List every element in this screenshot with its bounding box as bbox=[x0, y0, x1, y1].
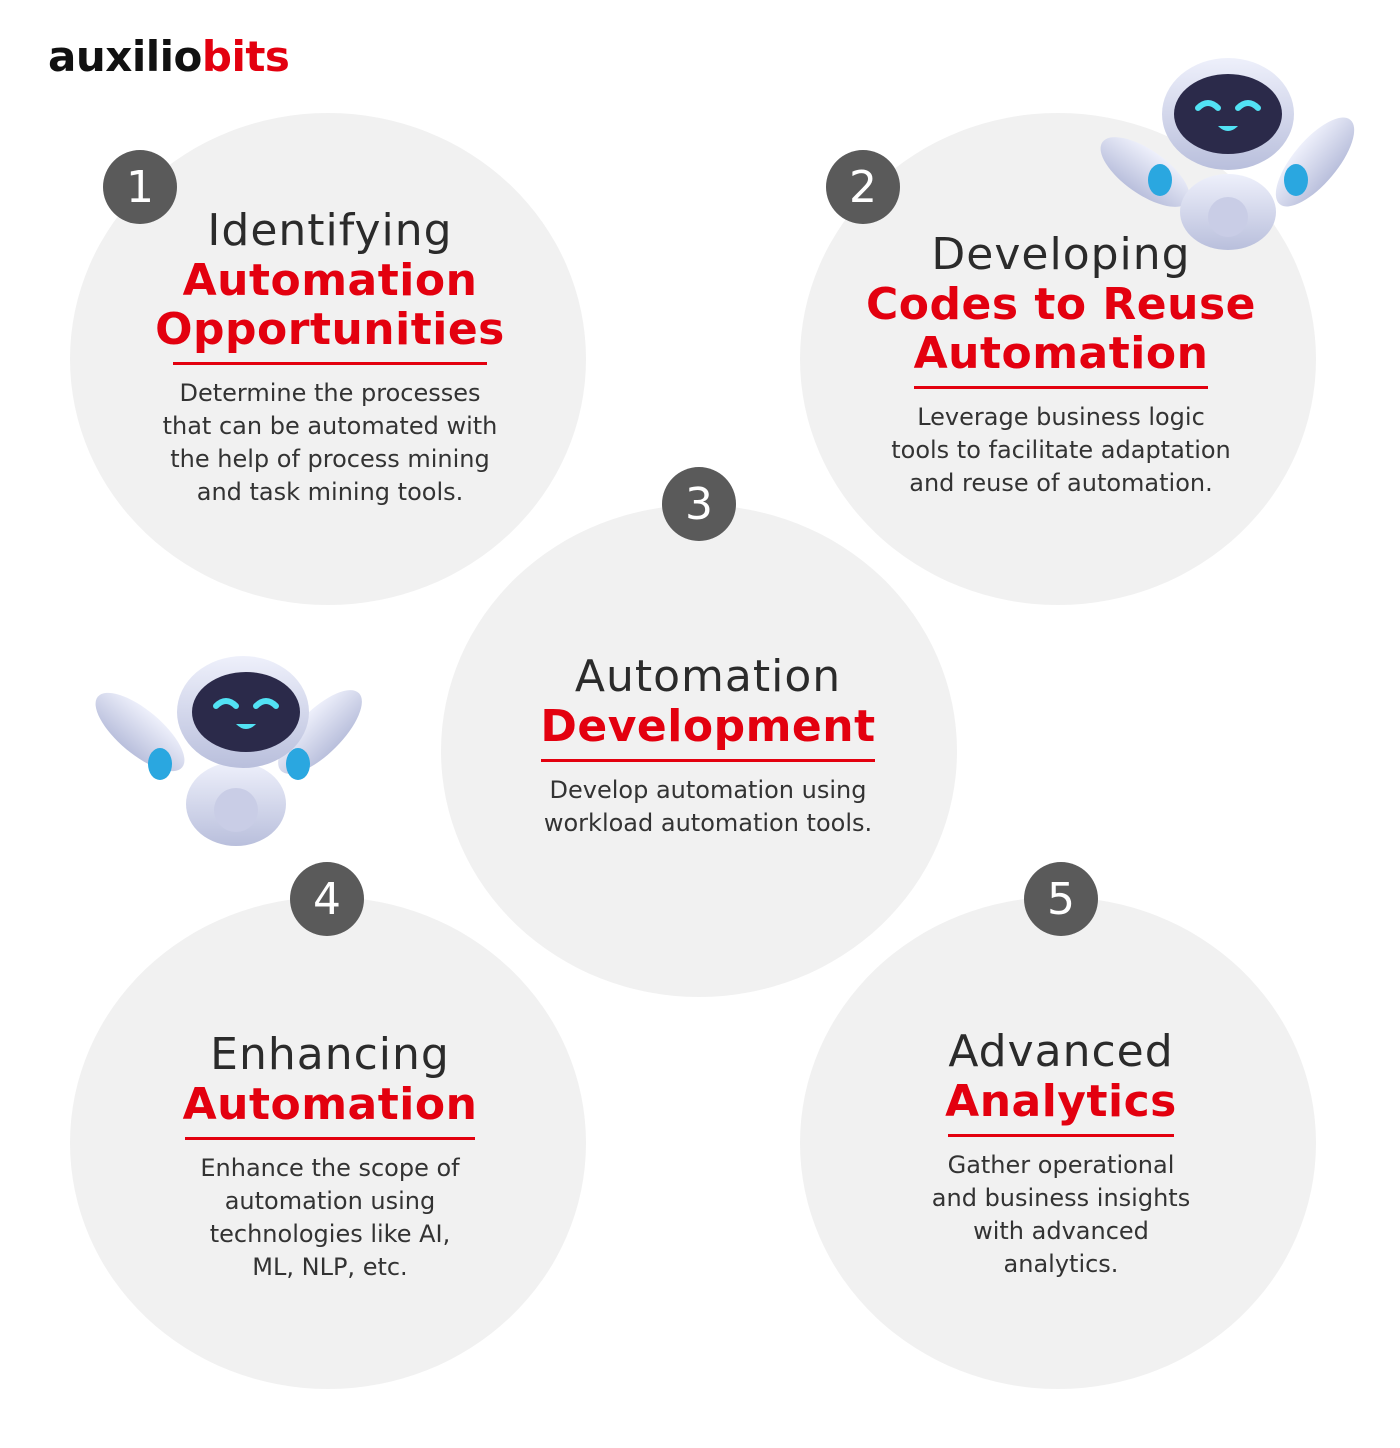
step-2-accent-title: Codes to Reuse Automation bbox=[865, 279, 1257, 379]
step-3-number-badge: 3 bbox=[662, 467, 736, 541]
step-2-content: Developing Codes to Reuse Automation Lev… bbox=[841, 230, 1281, 500]
step-1-accent-title: Automation Opportunities bbox=[155, 255, 505, 355]
step-5-divider bbox=[948, 1134, 1174, 1137]
step-5-accent-title: Analytics bbox=[945, 1076, 1177, 1127]
step-5-circle bbox=[800, 897, 1316, 1389]
step-1-content: Identifying Automation Opportunities Det… bbox=[110, 206, 550, 509]
robot-mascot-illustration bbox=[1100, 58, 1355, 250]
step-2-description: Leverage business logic tools to facilit… bbox=[891, 403, 1231, 497]
step-2-number-badge: 2 bbox=[826, 150, 900, 224]
brand-logo: auxiliobits bbox=[48, 36, 290, 78]
step-5-number-badge: 5 bbox=[1024, 862, 1098, 936]
step-3-accent-title: Development bbox=[540, 701, 876, 752]
step-1-number-badge: 1 bbox=[103, 150, 177, 224]
logo-part-bits: bits bbox=[201, 32, 290, 81]
step-5-content: Advanced Analytics Gather operational an… bbox=[841, 1027, 1281, 1281]
step-4-description: Enhance the scope of automation using te… bbox=[200, 1154, 460, 1281]
step-2-divider bbox=[914, 386, 1208, 389]
logo-part-auxilio: auxilio bbox=[48, 32, 202, 81]
step-5-description: Gather operational and business insights… bbox=[931, 1151, 1191, 1278]
step-4-content: Enhancing Automation Enhance the scope o… bbox=[110, 1030, 550, 1284]
step-3-divider bbox=[541, 759, 875, 762]
step-1-description: Determine the processes that can be auto… bbox=[162, 379, 498, 506]
step-4-divider bbox=[185, 1137, 475, 1140]
step-3-content: Automation Development Develop automatio… bbox=[488, 652, 928, 840]
robot-mascot-illustration bbox=[95, 656, 362, 846]
step-4-accent-title: Automation bbox=[182, 1079, 478, 1130]
step-2-heading: Developing bbox=[931, 229, 1191, 280]
step-4-heading: Enhancing bbox=[210, 1029, 450, 1080]
step-5-heading: Advanced bbox=[948, 1026, 1174, 1077]
step-4-number-badge: 4 bbox=[290, 862, 364, 936]
step-3-heading: Automation bbox=[574, 651, 842, 702]
step-1-heading: Identifying bbox=[207, 205, 453, 256]
step-1-divider bbox=[173, 362, 487, 365]
step-3-description: Develop automation using workload automa… bbox=[543, 776, 873, 837]
step-4-circle bbox=[70, 897, 586, 1389]
step-3-circle bbox=[441, 505, 957, 997]
